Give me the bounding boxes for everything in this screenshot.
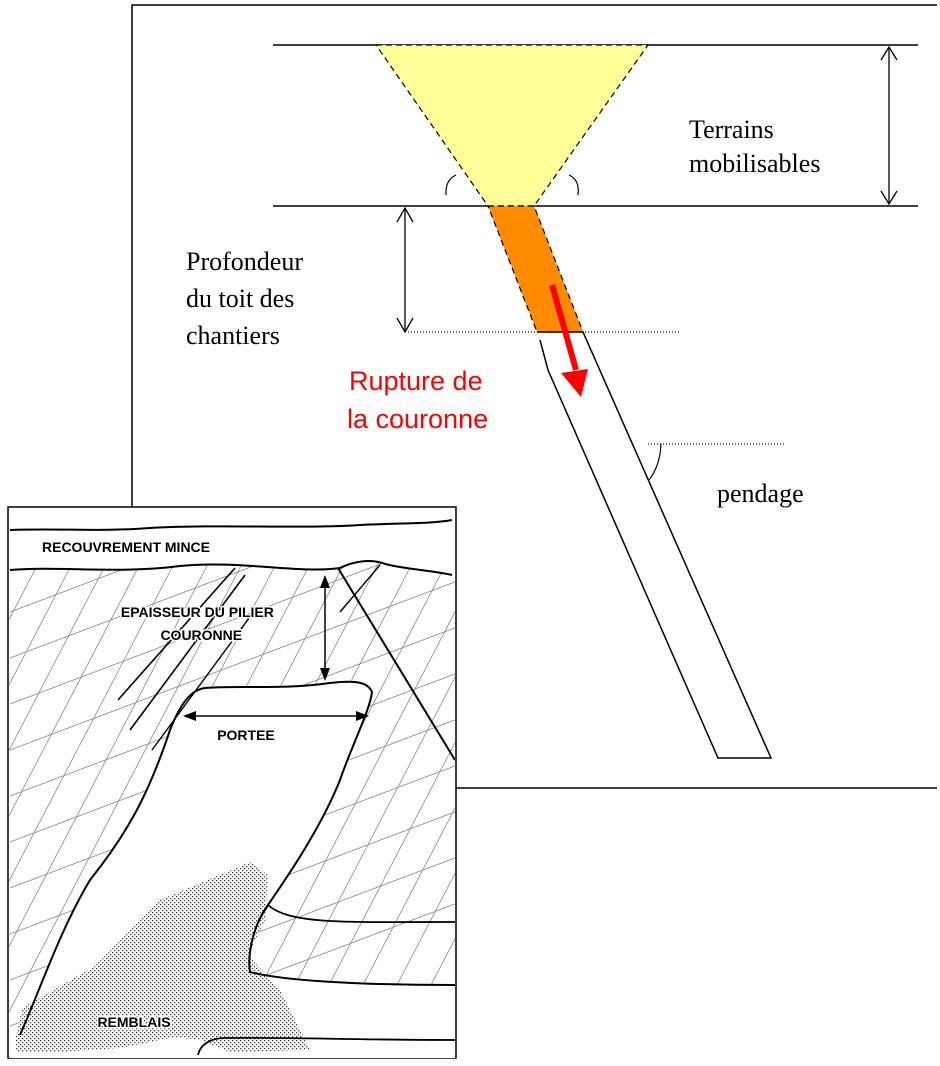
inset-diagram: RECOUVREMENT MINCE EPAISSEUR DU PILIER C… — [0, 0, 457, 1059]
terrains-label: Terrains mobilisables — [0, 0, 853, 178]
backfill-area — [16, 862, 310, 1052]
epaisseur-label: EPAISSEUR DU PILIER COURONNE — [0, 0, 301, 643]
main-frame — [131, 4, 937, 789]
dip-angle-arc — [648, 443, 662, 481]
profondeur-label: Profondeur du toit des chantiers — [0, 0, 348, 350]
fault-line-2 — [129, 574, 246, 731]
rupture-label: Rupture de la couronne — [0, 0, 535, 434]
epaisseur-dimension-arrow — [320, 575, 330, 681]
terrains-dimension-arrow — [880, 45, 898, 206]
portee-dimension-arrow — [183, 711, 369, 721]
pendage-label: pendage — [717, 479, 804, 508]
right-angle-bracket — [568, 174, 579, 196]
fault-line-3 — [151, 609, 256, 751]
stope-floor-line — [267, 904, 455, 924]
fault-line-4 — [337, 567, 455, 761]
remblais-label: REMBLAIS — [97, 1014, 170, 1030]
portee-label: PORTEE — [217, 727, 275, 743]
main-diagram: Terrains mobilisables Profondeur du toit… — [0, 0, 937, 789]
fault-line-1 — [117, 567, 236, 701]
bedrock-surface — [9, 560, 453, 576]
stope-outline — [19, 680, 455, 1036]
crown-rupture-zone — [487, 205, 584, 333]
rock-hatching — [9, 508, 455, 1058]
fault-line-5 — [339, 564, 381, 613]
ground-surface — [9, 519, 453, 531]
mobilisable-cone — [374, 44, 650, 207]
rupture-arrow — [549, 284, 588, 397]
depth-dimension-arrow — [396, 206, 414, 334]
lower-drift-line — [197, 1036, 455, 1056]
stope-vein — [537, 331, 773, 759]
recouvrement-label: RECOUVREMENT MINCE — [42, 539, 210, 555]
left-angle-bracket — [445, 174, 457, 196]
